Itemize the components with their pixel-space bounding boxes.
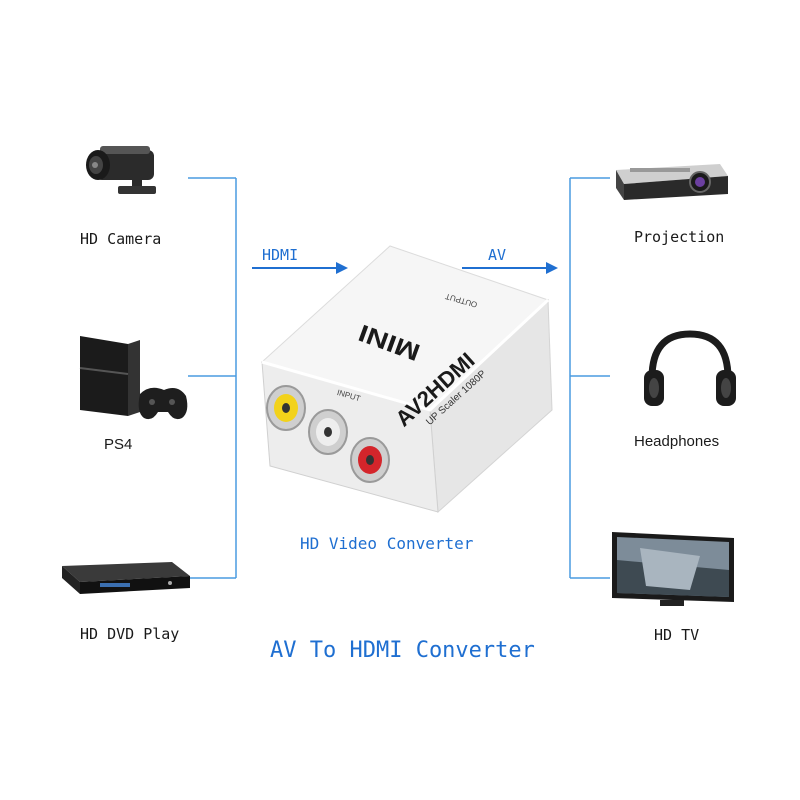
- camera-icon: [86, 146, 156, 194]
- rca-jack-yellow: [266, 385, 306, 431]
- label-ps4: PS4: [104, 436, 133, 453]
- projector-icon: [616, 164, 728, 200]
- arrow-label-hdmi: HDMI: [262, 246, 299, 264]
- right-connector-lines: [569, 177, 610, 579]
- label-hd-dvd-play: HD DVD Play: [80, 625, 180, 643]
- dvd-player-icon: [62, 562, 190, 594]
- hdmi-arrow: [252, 262, 348, 274]
- tv-icon: [612, 532, 734, 606]
- converter-device: MINI AV2HDMI UP Scaler 1080P INPUT OUTPU…: [260, 245, 553, 514]
- left-connector-lines: [188, 177, 237, 579]
- headphones-icon: [644, 330, 736, 406]
- arrow-label-av: AV: [488, 246, 507, 264]
- label-headphones: Headphones: [634, 433, 720, 450]
- label-hd-tv: HD TV: [654, 626, 700, 644]
- caption: HD Video Converter: [300, 534, 474, 553]
- av-arrow: [462, 262, 558, 274]
- rca-jack-white: [308, 409, 348, 455]
- label-projection: Projection: [634, 228, 725, 246]
- page-title: AV To HDMI Converter: [270, 638, 535, 663]
- console-icon: [79, 336, 188, 420]
- rca-jack-red: [350, 437, 390, 483]
- label-hd-camera: HD Camera: [80, 230, 162, 248]
